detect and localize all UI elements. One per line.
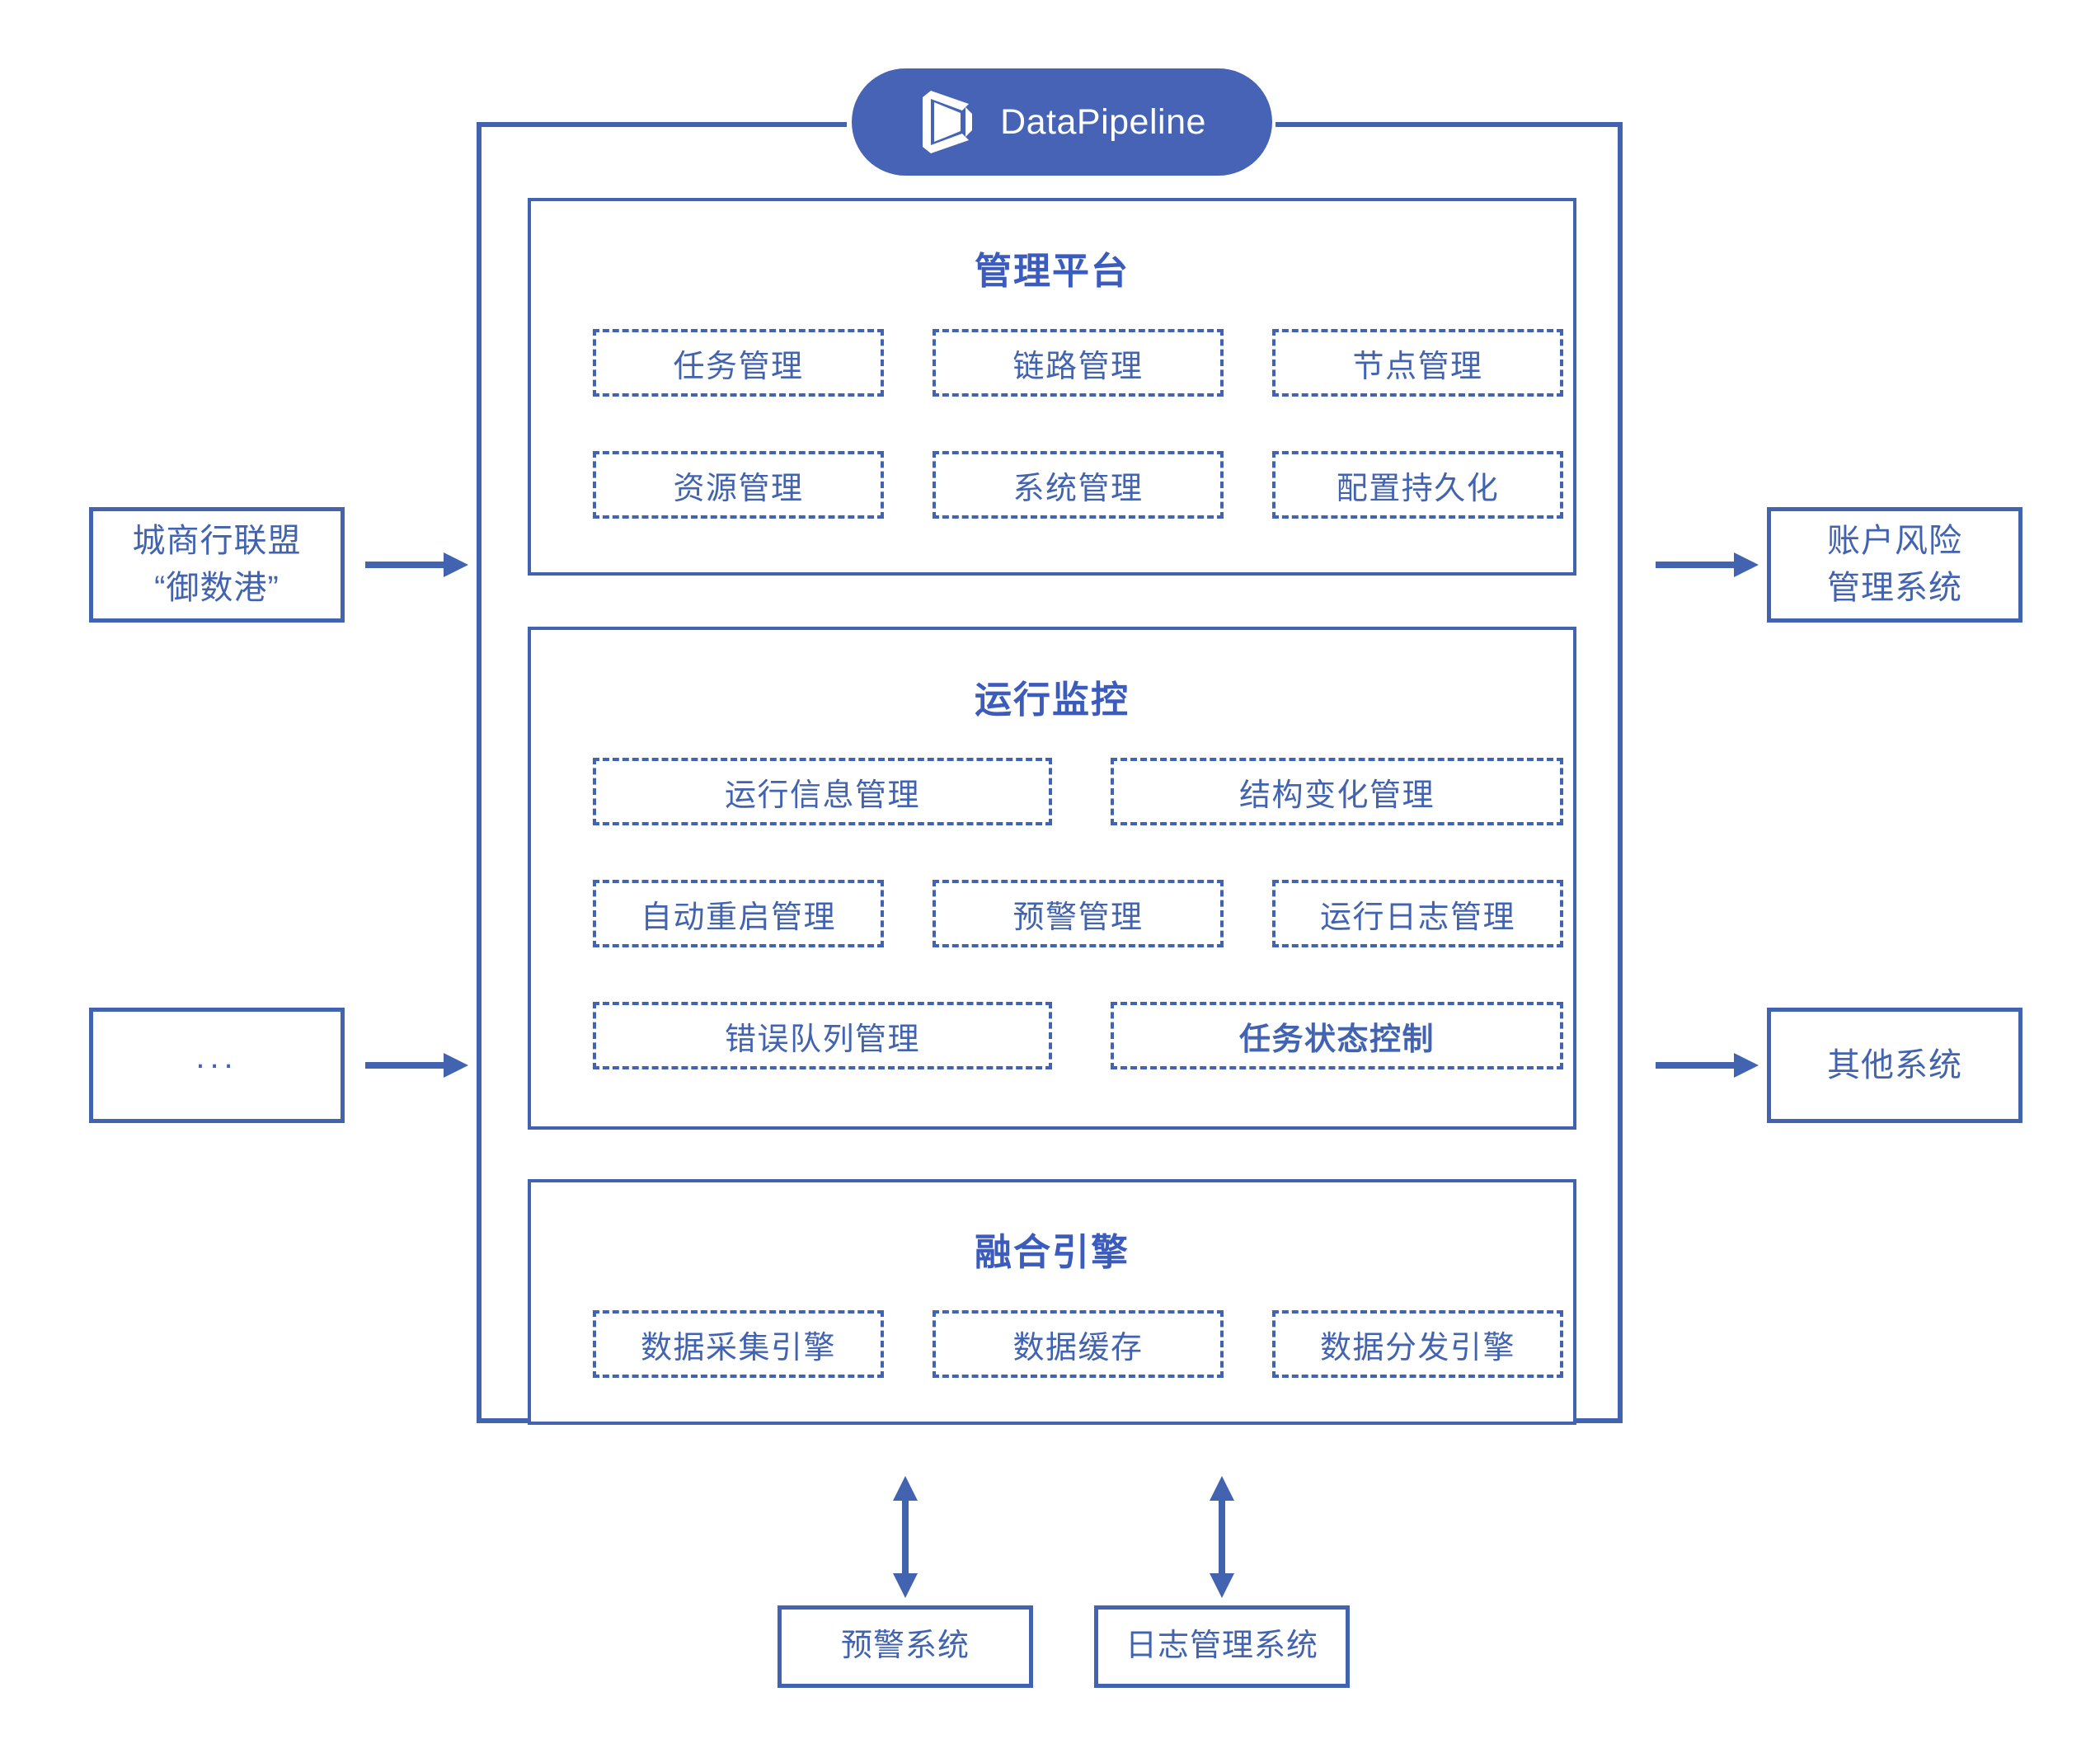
module-resource-management[interactable]: 资源管理 — [593, 451, 884, 519]
module-data-collection-engine[interactable]: 数据采集引擎 — [593, 1310, 884, 1378]
target-account-risk-system-line2: 管理系统 — [1827, 570, 1962, 606]
arrow-out-top — [1656, 552, 1759, 577]
source-more-label: ... — [195, 1038, 238, 1075]
arrow-out-bottom — [1656, 1053, 1759, 1078]
source-city-bank-alliance[interactable]: 城商行联盟 “御数港” — [89, 507, 345, 623]
module-schema-change-management[interactable]: 结构变化管理 — [1111, 758, 1563, 825]
module-config-persistence[interactable]: 配置持久化 — [1272, 451, 1563, 519]
target-other-systems[interactable]: 其他系统 — [1767, 1008, 2022, 1123]
module-error-queue-management[interactable]: 错误队列管理 — [593, 1002, 1052, 1069]
module-alert-management[interactable]: 预警管理 — [933, 880, 1224, 947]
source-city-bank-alliance-line1: 城商行联盟 — [132, 523, 302, 560]
module-data-cache[interactable]: 数据缓存 — [933, 1310, 1224, 1378]
target-account-risk-system-line1: 账户风险 — [1827, 523, 1962, 560]
panel-runtime-monitoring: 运行监控 运行信息管理 结构变化管理 自动重启管理 预警管理 运行日志管理 错误… — [528, 627, 1576, 1130]
panel-title-management-platform: 管理平台 — [974, 250, 1130, 292]
source-city-bank-alliance-line2: “御数港” — [154, 570, 280, 606]
system-log-management-label: 日志管理系统 — [1125, 1629, 1318, 1664]
module-link-management[interactable]: 链路管理 — [933, 329, 1224, 397]
arrow-in-bottom — [365, 1053, 468, 1078]
panel-management-platform: 管理平台 任务管理 链路管理 节点管理 资源管理 系统管理 配置持久化 — [528, 198, 1576, 576]
target-account-risk-system[interactable]: 账户风险 管理系统 — [1767, 507, 2022, 623]
system-alert[interactable]: 预警系统 — [778, 1605, 1033, 1688]
source-more[interactable]: ... — [89, 1008, 345, 1123]
module-task-state-control[interactable]: 任务状态控制 — [1111, 1002, 1563, 1069]
target-other-systems-label: 其他系统 — [1827, 1046, 1962, 1083]
datapipeline-cube-icon — [923, 91, 973, 153]
system-log-management[interactable]: 日志管理系统 — [1094, 1605, 1350, 1688]
datapipeline-logo-badge: DataPipeline — [852, 68, 1272, 176]
module-runtime-info-management[interactable]: 运行信息管理 — [593, 758, 1052, 825]
panel-fusion-engine: 融合引擎 数据采集引擎 数据缓存 数据分发引擎 — [528, 1179, 1576, 1425]
system-alert-label: 预警系统 — [840, 1629, 970, 1664]
panel-title-fusion-engine: 融合引擎 — [974, 1231, 1130, 1273]
panel-title-runtime-monitoring: 运行监控 — [974, 679, 1130, 721]
module-system-management[interactable]: 系统管理 — [933, 451, 1224, 519]
module-data-distribution-engine[interactable]: 数据分发引擎 — [1272, 1310, 1563, 1378]
module-node-management[interactable]: 节点管理 — [1272, 329, 1563, 397]
module-task-management[interactable]: 任务管理 — [593, 329, 884, 397]
brand-name: DataPipeline — [1000, 101, 1206, 142]
module-auto-restart-management[interactable]: 自动重启管理 — [593, 880, 884, 947]
arrow-in-top — [365, 552, 468, 577]
module-runtime-log-management[interactable]: 运行日志管理 — [1272, 880, 1563, 947]
arrow-log-bidirectional — [1210, 1476, 1234, 1598]
arrow-alert-bidirectional — [893, 1476, 918, 1598]
